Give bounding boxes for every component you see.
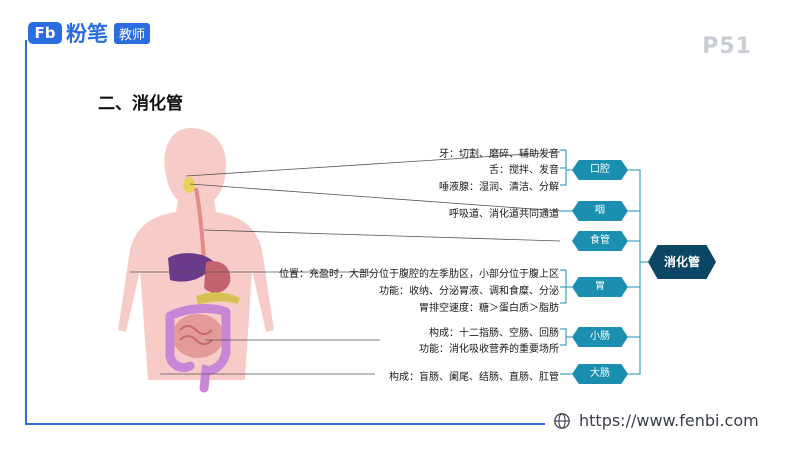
- logo-badge: 教师: [114, 22, 151, 44]
- globe-icon: [554, 412, 570, 429]
- anatomy-illustration: [118, 128, 274, 393]
- node-esophagus: 食管: [572, 231, 628, 251]
- pharynx-detail: 呼吸道、消化道共同通道: [449, 209, 559, 220]
- frame-bottom-border: [25, 423, 545, 425]
- footer-url-block: https://www.fenbi.com: [553, 411, 759, 430]
- node-pharynx: 咽: [572, 201, 628, 221]
- node-large-intestine: 大肠: [572, 364, 628, 384]
- footer-url[interactable]: https://www.fenbi.com: [579, 411, 759, 430]
- small-intestine-detail-function: 功能：消化吸收营养的重要场所: [419, 344, 559, 355]
- logo-name: 粉笔: [66, 22, 108, 46]
- frame-left-border: [25, 40, 27, 425]
- node-stomach: 胃: [572, 277, 628, 297]
- brand-logo: Fb 粉笔 教师: [28, 18, 151, 48]
- stomach-detail-emptying: 胃排空速度：糖＞蛋白质＞脂肪: [419, 303, 559, 314]
- node-small-intestine: 小肠: [572, 327, 628, 347]
- node-oral-cavity: 口腔: [572, 160, 628, 180]
- page-number: P51: [702, 34, 752, 59]
- node-root-digestive-tract: 消化管: [648, 245, 716, 279]
- large-intestine-detail-structure: 构成：盲肠、阑尾、结肠、直肠、肛管: [389, 372, 559, 383]
- small-intestine-detail-structure: 构成：十二指肠、空肠、回肠: [429, 328, 559, 339]
- oral-detail-tongue: 舌：搅拌、发音: [489, 165, 559, 176]
- stomach-detail-function: 功能：收纳、分泌胃液、调和食糜、分泌: [379, 286, 559, 297]
- section-title: 二、消化管: [98, 94, 183, 114]
- oral-detail-teeth: 牙：切割、磨碎、辅助发音: [439, 149, 559, 160]
- logo-mark: Fb: [28, 22, 62, 44]
- stomach-detail-position: 位置：充盈时，大部分位于腹腔的左季肋区，小部分位于腹上区: [279, 269, 559, 280]
- oral-detail-saliva: 唾液腺：湿润、清洁、分解: [439, 182, 559, 193]
- leader-lines: [130, 151, 561, 375]
- bracket-lines: [560, 149, 648, 375]
